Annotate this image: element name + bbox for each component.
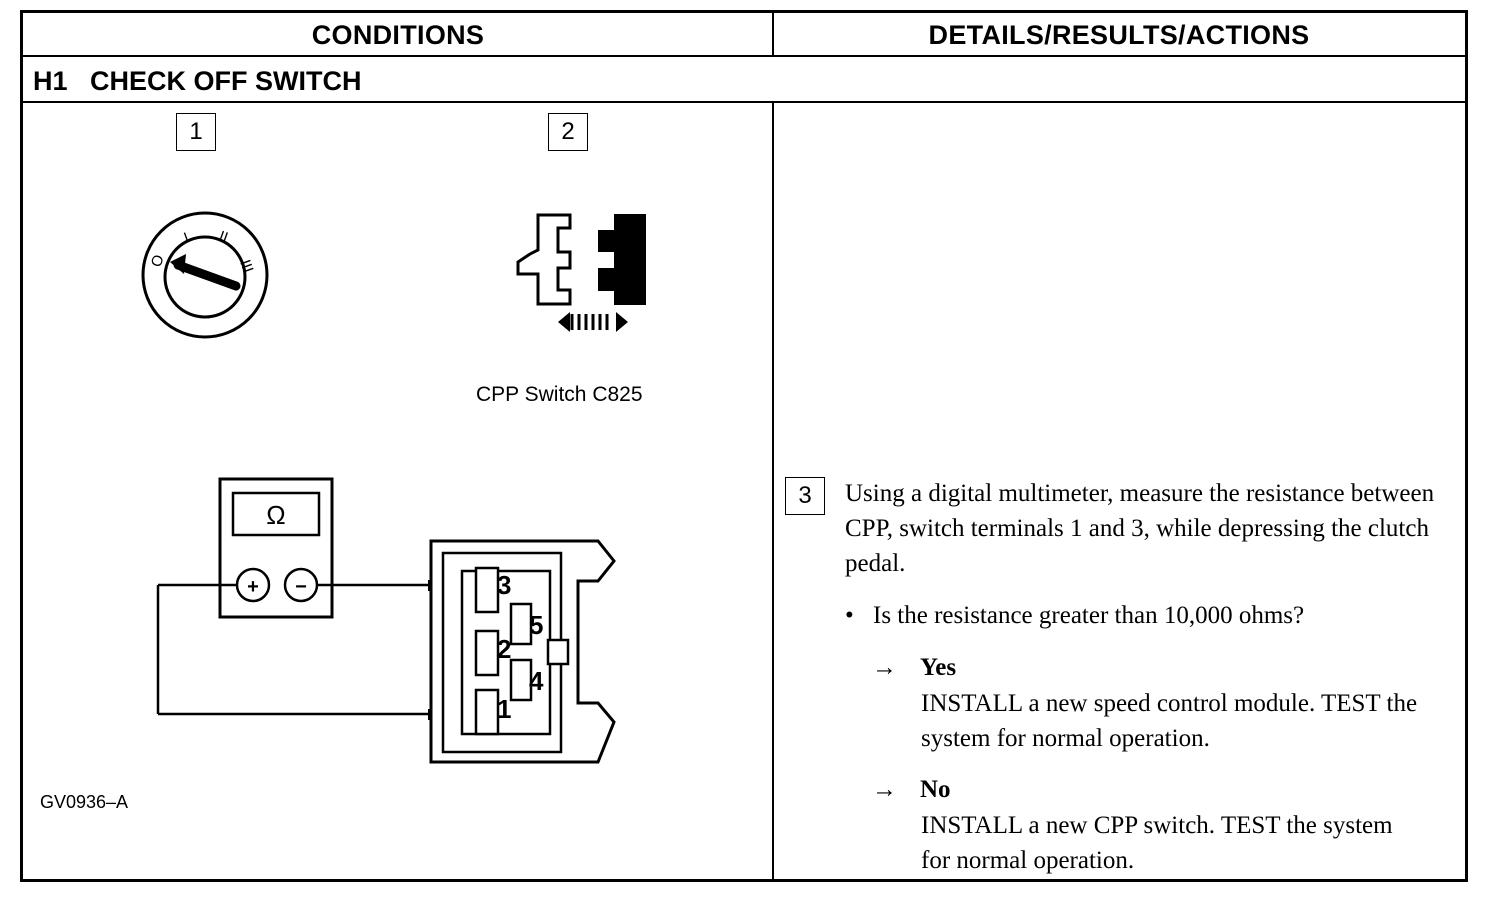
question-row: • Is the resistance greater than 10,000 o… [845,598,1304,633]
question-text: Is the resistance greater than 10,000 oh… [873,602,1305,629]
yes-label: Yes [920,654,957,681]
column-divider [772,101,774,879]
header-rule [23,55,1465,57]
step-2-box: 2 [548,113,588,151]
procedure-table: CONDITIONS DETAILS/RESULTS/ACTIONS H1 CH… [20,10,1468,882]
no-action-text: INSTALL a new CPP switch. TEST the syste… [921,812,1393,874]
no-answer: → No [872,772,951,807]
yes-action-text: INSTALL a new speed control module. TEST… [921,690,1418,752]
step-1-box: 1 [176,113,216,151]
step-3-box: 3 [785,477,825,515]
yes-answer: → Yes [872,650,956,685]
conditions-header: CONDITIONS [311,19,485,50]
cpp-switch-caption: CPP Switch C825 [476,383,643,406]
step-1-number: 1 [189,118,203,145]
step-3-number: 3 [798,482,812,509]
details-header: DETAILS/RESULTS/ACTIONS [928,19,1310,50]
measure-instruction: Using a digital multimeter, measure the … [845,480,1435,577]
bullet-dot: • [845,602,854,629]
section-title-text: H1 CHECK OFF SWITCH [33,65,362,96]
header-divider [772,13,774,57]
yes-arrow-icon: → [872,654,897,681]
no-label: No [920,776,951,803]
no-arrow-icon: → [872,776,897,803]
section-rule [23,101,1465,103]
step-2-number: 2 [561,118,575,145]
figure-code: GV0936–A [40,792,129,812]
section-title: H1 CHECK OFF SWITCH [33,59,362,103]
